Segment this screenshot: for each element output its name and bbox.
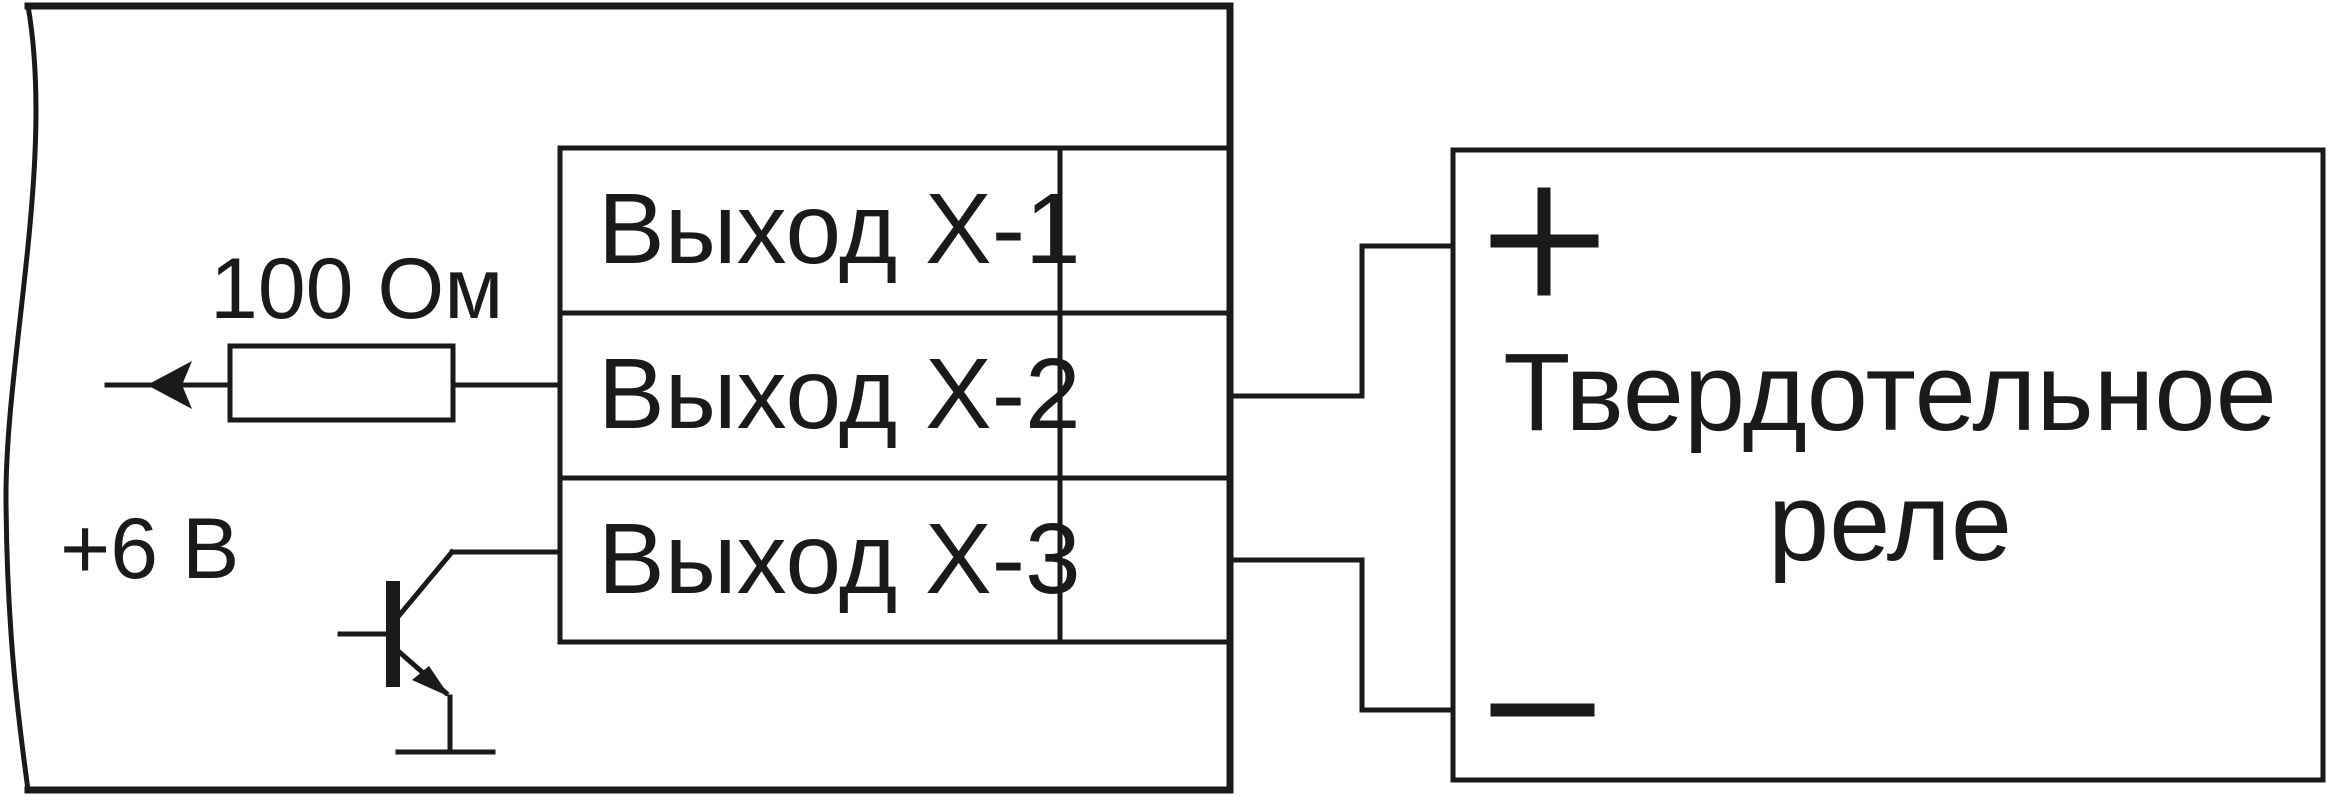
relay-box — [1450, 147, 2326, 783]
resistor-branch — [104, 343, 563, 423]
supply-label: +6 В — [60, 501, 239, 597]
relay-wires — [1227, 243, 1456, 713]
output-label-2: Выход Х-2 — [598, 338, 1081, 450]
resistor-symbol — [227, 343, 456, 423]
relay-title-line1: Твердотельное — [1503, 331, 2277, 454]
output-label-1: Выход Х-1 — [598, 173, 1081, 285]
output-label-3: Выход Х-3 — [598, 503, 1081, 615]
resistor-label: 100 Ом — [210, 241, 503, 337]
transistor-symbol — [337, 548, 563, 755]
relay-title-line2: реле — [1768, 461, 2012, 584]
plus-icon — [1490, 187, 1599, 296]
